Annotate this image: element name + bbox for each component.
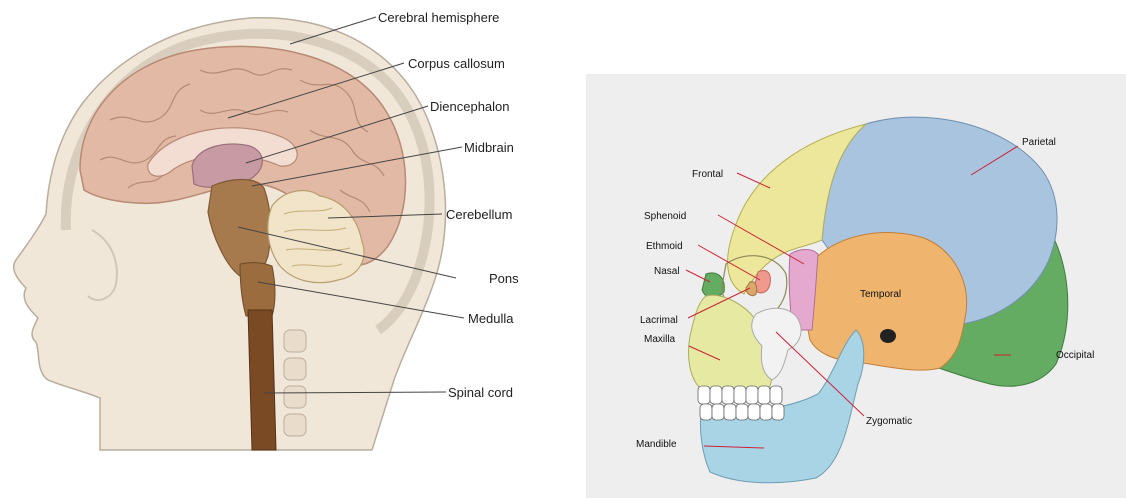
label-parietal: Parietal: [1022, 137, 1056, 148]
label-diencephalon: Diencephalon: [430, 99, 510, 114]
label-sphenoid: Sphenoid: [644, 211, 686, 222]
brain-diagram: Cerebral hemisphere Corpus callosum Dien…: [0, 0, 560, 498]
medulla: [240, 263, 275, 316]
spinal-cord: [248, 310, 276, 450]
label-maxilla: Maxilla: [644, 334, 676, 345]
label-lacrimal: Lacrimal: [640, 315, 678, 326]
label-ethmoid: Ethmoid: [646, 241, 683, 252]
label-pons: Pons: [489, 271, 519, 286]
label-spinal-cord: Spinal cord: [448, 385, 513, 400]
label-occipital: Occipital: [1056, 350, 1094, 361]
teeth: [698, 386, 784, 420]
label-nasal: Nasal: [654, 266, 680, 277]
skull-diagram: Frontal Parietal Sphenoid Ethmoid Nasal …: [586, 74, 1126, 498]
label-mandible: Mandible: [636, 439, 677, 450]
label-temporal: Temporal: [860, 289, 901, 300]
label-zygomatic: Zygomatic: [866, 416, 912, 427]
label-cerebral-hemisphere: Cerebral hemisphere: [378, 10, 499, 25]
label-frontal: Frontal: [692, 169, 723, 180]
label-medulla: Medulla: [468, 311, 514, 326]
label-midbrain: Midbrain: [464, 140, 514, 155]
label-cerebellum: Cerebellum: [446, 207, 512, 222]
label-corpus-callosum: Corpus callosum: [408, 56, 505, 71]
nasal-bone: [702, 273, 724, 298]
temporal-bone: [806, 233, 967, 371]
external-acoustic-meatus: [880, 329, 896, 343]
